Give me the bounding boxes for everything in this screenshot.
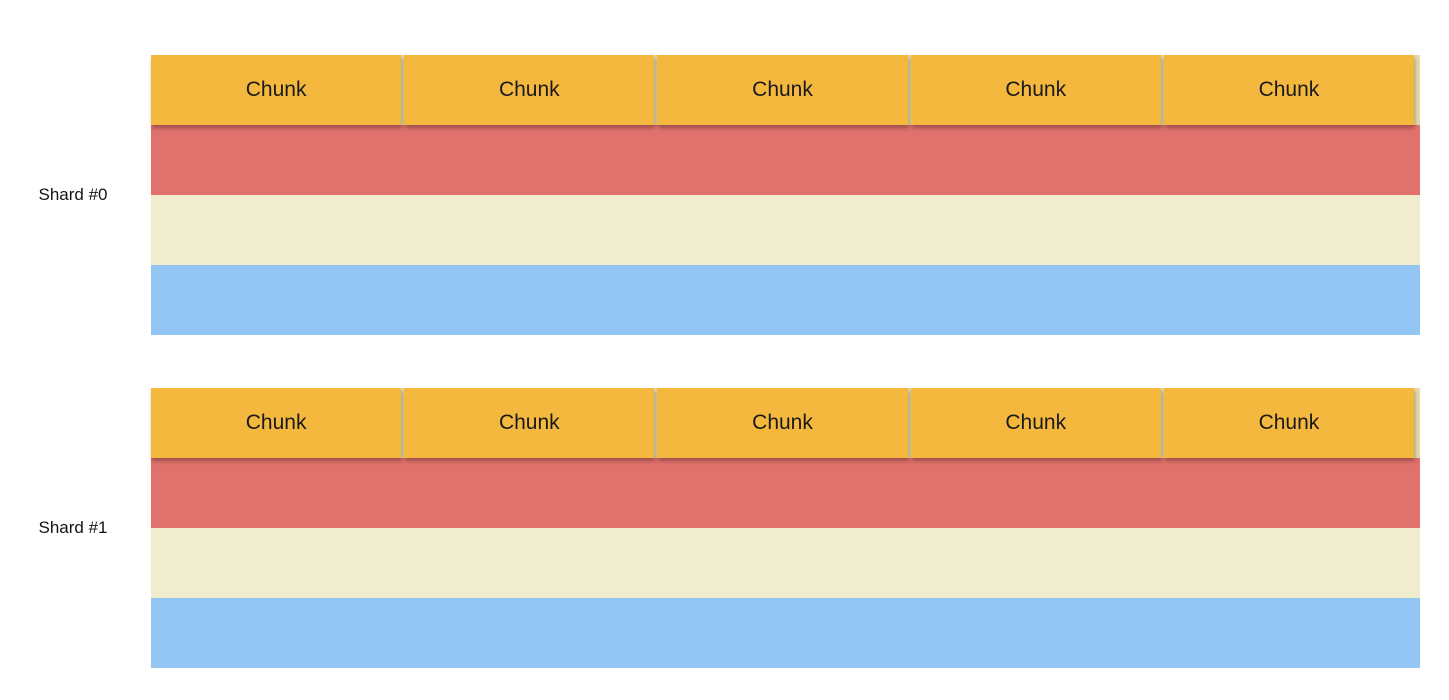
shard-1-band-red [151,458,1420,528]
shard-0: Shard #0 Chunk Chunk Chunk Chunk Chunk [0,55,1449,335]
chunk-box: Chunk [404,55,655,125]
shard-1-label: Shard #1 [38,518,108,537]
chunk-box: Chunk [1163,55,1415,125]
chunk-box: Chunk [151,55,402,125]
chunk-box: Chunk [404,388,655,458]
chunk-box: Chunk [151,388,402,458]
chunk-box: Chunk [910,388,1161,458]
shard-0-band-red [151,125,1420,195]
shard-0-band-blue [151,265,1420,335]
shard-1-body: Chunk Chunk Chunk Chunk Chunk [151,388,1420,668]
shard-1-chunk-row: Chunk Chunk Chunk Chunk Chunk [151,388,1420,458]
shard-0-band-cream [151,195,1420,265]
chunk-box: Chunk [657,55,908,125]
shard-0-chunk-row: Chunk Chunk Chunk Chunk Chunk [151,55,1420,125]
shard-1-band-cream [151,528,1420,598]
chunk-box: Chunk [1163,388,1415,458]
chunk-box: Chunk [910,55,1161,125]
shard-0-body: Chunk Chunk Chunk Chunk Chunk [151,55,1420,335]
shard-0-label: Shard #0 [38,185,108,204]
shard-1-band-blue [151,598,1420,668]
shard-1: Shard #1 Chunk Chunk Chunk Chunk Chunk [0,388,1449,668]
chunk-box: Chunk [657,388,908,458]
